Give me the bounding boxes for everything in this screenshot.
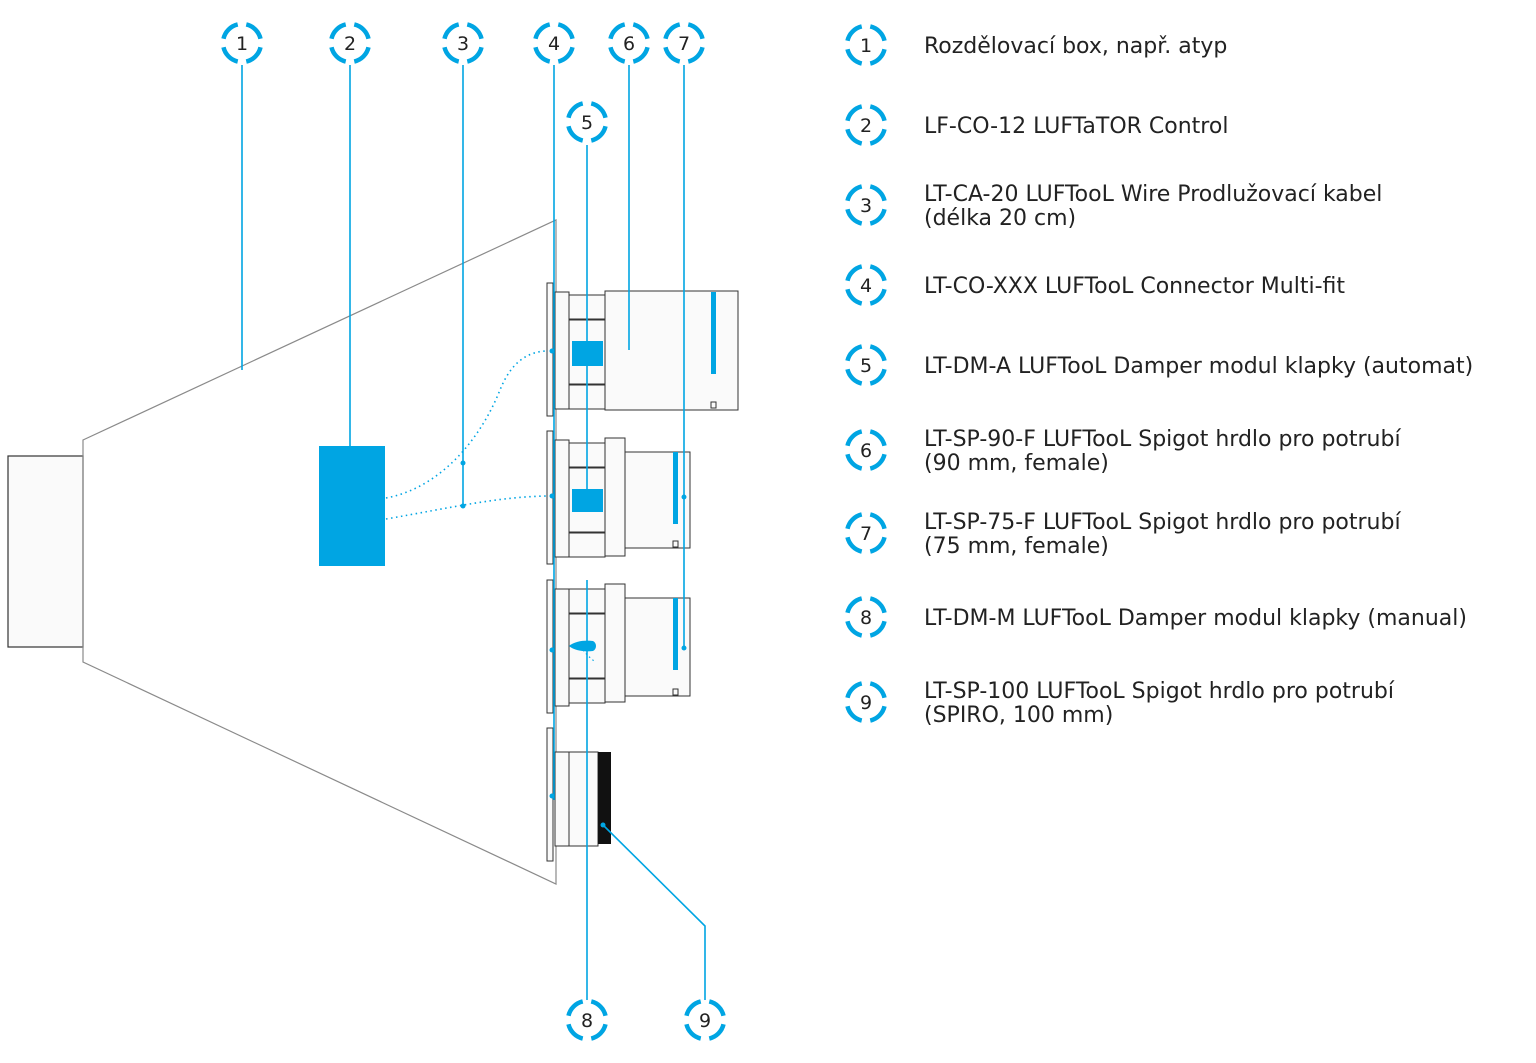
legend-text: LT-SP-100 LUFTooL Spigot hrdlo pro potru… [924,679,1395,704]
callout-4: 4 [533,22,575,64]
callout-8: 8 [566,999,608,1041]
legend-item: 4 LT-CO-XXX LUFTooL Connector Multi-fit [845,264,1345,306]
callout-number: 7 [678,33,690,55]
legend-badge: 5 [845,344,887,386]
callout-number: 3 [860,195,872,217]
legend-text: Rozdělovací box, např. atyp [924,34,1227,59]
manual-damper-guide [582,649,597,663]
legend-item: 5 LT-DM-A LUFTooL Damper modul klapky (au… [845,344,1473,386]
legend-item: 7 LT-SP-75-F LUFTooL Spigot hrdlo pro pot… [845,510,1401,559]
callout-number: 2 [860,115,872,137]
leader-lines [241,65,706,1000]
legend-text: LT-DM-A LUFTooL Damper modul klapky (aut… [924,354,1473,379]
extension-cables [385,350,553,520]
callout-number: 1 [860,35,872,57]
legend-badge: 7 [845,512,887,554]
legend-badge: 8 [845,596,887,638]
legend-text: LT-SP-75-F LUFTooL Spigot hrdlo pro potr… [924,510,1401,535]
callout-9: 9 [684,999,726,1041]
callout-number: 8 [860,607,872,629]
legend-badge: 9 [845,681,887,723]
distribution-box [7,219,557,885]
legend-badge: 3 [845,184,887,226]
callout-3: 3 [442,22,484,64]
connector-plates [546,282,554,862]
legend-text: (SPIRO, 100 mm) [924,703,1113,728]
legend-text: LT-CA-20 LUFTooL Wire Prodlužovací kabel [924,182,1382,207]
legend: 1 Rozdělovací box, např. atyp 2 LF-CO-12 LU… [845,24,1473,728]
legend-item: 2 LF-CO-12 LUFTaTOR Control [845,104,1228,146]
legend-item: 3 LT-CA-20 LUFTooL Wire Prodlužovací kabe… [845,182,1382,231]
legend-text: LF-CO-12 LUFTaTOR Control [924,114,1228,139]
callout-number: 9 [860,692,872,714]
legend-badge: 4 [845,264,887,306]
callout-number: 2 [344,33,356,55]
spiro-seal [598,752,611,844]
legend-badge: 2 [845,104,887,146]
legend-badge: 1 [845,24,887,66]
callout-number: 3 [457,33,469,55]
legend-text: (délka 20 cm) [924,206,1076,231]
callout-number: 9 [699,1010,711,1032]
callout-6: 6 [608,22,650,64]
callout-number: 8 [581,1010,593,1032]
legend-text: LT-CO-XXX LUFTooL Connector Multi-fit [924,274,1345,299]
callout-number: 6 [623,33,635,55]
module-row-4 [554,751,611,847]
legend-item: 8 LT-DM-M LUFTooL Damper modul klapky (ma… [845,596,1467,638]
callout-2: 2 [329,22,371,64]
callout-number: 6 [860,440,872,462]
callout-badges: 1 2 3 4 5 6 7 8 9 [221,22,726,1041]
callout-5: 5 [566,101,608,143]
callout-number: 4 [548,33,560,55]
callout-number: 1 [236,33,248,55]
legend-text: LT-DM-M LUFTooL Damper modul klapky (man… [924,606,1467,631]
spigot-90-indicator [711,292,716,374]
legend-item: 1 Rozdělovací box, např. atyp [845,24,1227,66]
callout-number: 5 [860,355,872,377]
callout-7: 7 [663,22,705,64]
spigot-75-indicator [673,598,678,670]
legend-text: (90 mm, female) [924,451,1109,476]
legend-item: 9 LT-SP-100 LUFTooL Spigot hrdlo pro potr… [845,679,1395,728]
callout-1: 1 [221,22,263,64]
legend-text: LT-SP-90-F LUFTooL Spigot hrdlo pro potr… [924,427,1401,452]
spigot-75-indicator [673,452,678,524]
legend-text: (75 mm, female) [924,534,1109,559]
callout-number: 7 [860,523,872,545]
leader-dots [549,348,687,828]
manual-damper-lever [569,640,596,652]
legend-badge: 6 [845,429,887,471]
control-unit [319,446,385,566]
callout-number: 4 [860,275,872,297]
legend-item: 6 LT-SP-90-F LUFTooL Spigot hrdlo pro pot… [845,427,1401,476]
callout-number: 5 [581,112,593,134]
